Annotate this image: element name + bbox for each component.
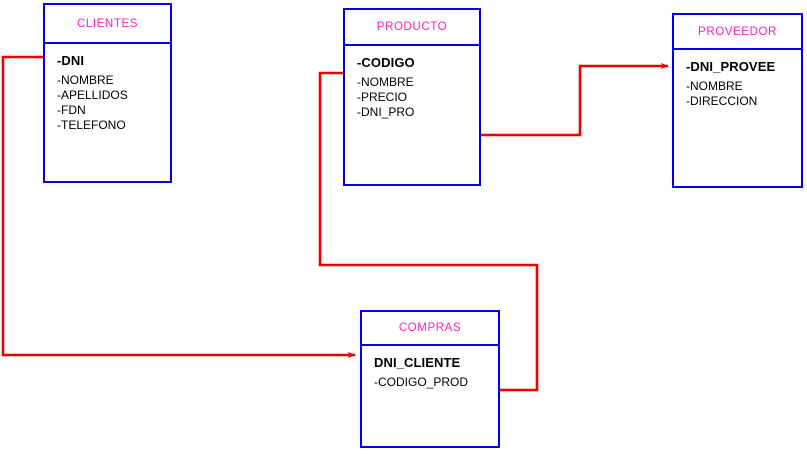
attribute-primary-key: -DNI_PROVEE [686,59,776,74]
attribute-primary-key: DNI_CLIENTE [374,355,461,370]
attribute-item: -NOMBRE [57,73,114,87]
relationship-line-producto-compras [318,71,539,392]
entity-box-proveedor[interactable]: PROVEEDOR -DNI_PROVEE -NOMBRE -DIRECCION [672,13,803,188]
relationship-line-producto-proveedor [481,62,669,137]
attribute-item: -DIRECCION [686,94,758,108]
entity-attributes-compras: DNI_CLIENTE -CODIGO_PROD [362,346,498,390]
entity-box-compras[interactable]: COMPRAS DNI_CLIENTE -CODIGO_PROD [360,310,500,448]
attribute-item: -PRECIO [357,90,408,104]
entity-title-compras: COMPRAS [362,312,498,346]
attribute-item: -TELEFONO [57,118,126,132]
entity-title-producto: PRODUCTO [345,10,479,46]
attribute-item: -FDN [57,103,86,117]
attribute-item: -CODIGO_PROD [374,375,469,389]
entity-attributes-clientes: -DNI -NOMBRE -APELLIDOS -FDN -TELEFONO [45,44,170,133]
attribute-item: -DNI_PRO [357,105,415,119]
attribute-item: -APELLIDOS [57,88,128,102]
entity-attributes-producto: -CODIGO -NOMBRE -PRECIO -DNI_PRO [345,46,479,120]
entity-title-proveedor: PROVEEDOR [674,15,801,50]
entity-attributes-proveedor: -DNI_PROVEE -NOMBRE -DIRECCION [674,50,801,109]
attribute-primary-key: -CODIGO [357,55,415,70]
attribute-item: -NOMBRE [357,75,414,89]
entity-box-clientes[interactable]: CLIENTES -DNI -NOMBRE -APELLIDOS -FDN -T… [43,3,172,183]
entity-box-producto[interactable]: PRODUCTO -CODIGO -NOMBRE -PRECIO -DNI_PR… [343,8,481,186]
entity-title-clientes: CLIENTES [45,5,170,44]
attribute-item: -NOMBRE [686,79,743,93]
attribute-primary-key: -DNI [57,53,85,68]
